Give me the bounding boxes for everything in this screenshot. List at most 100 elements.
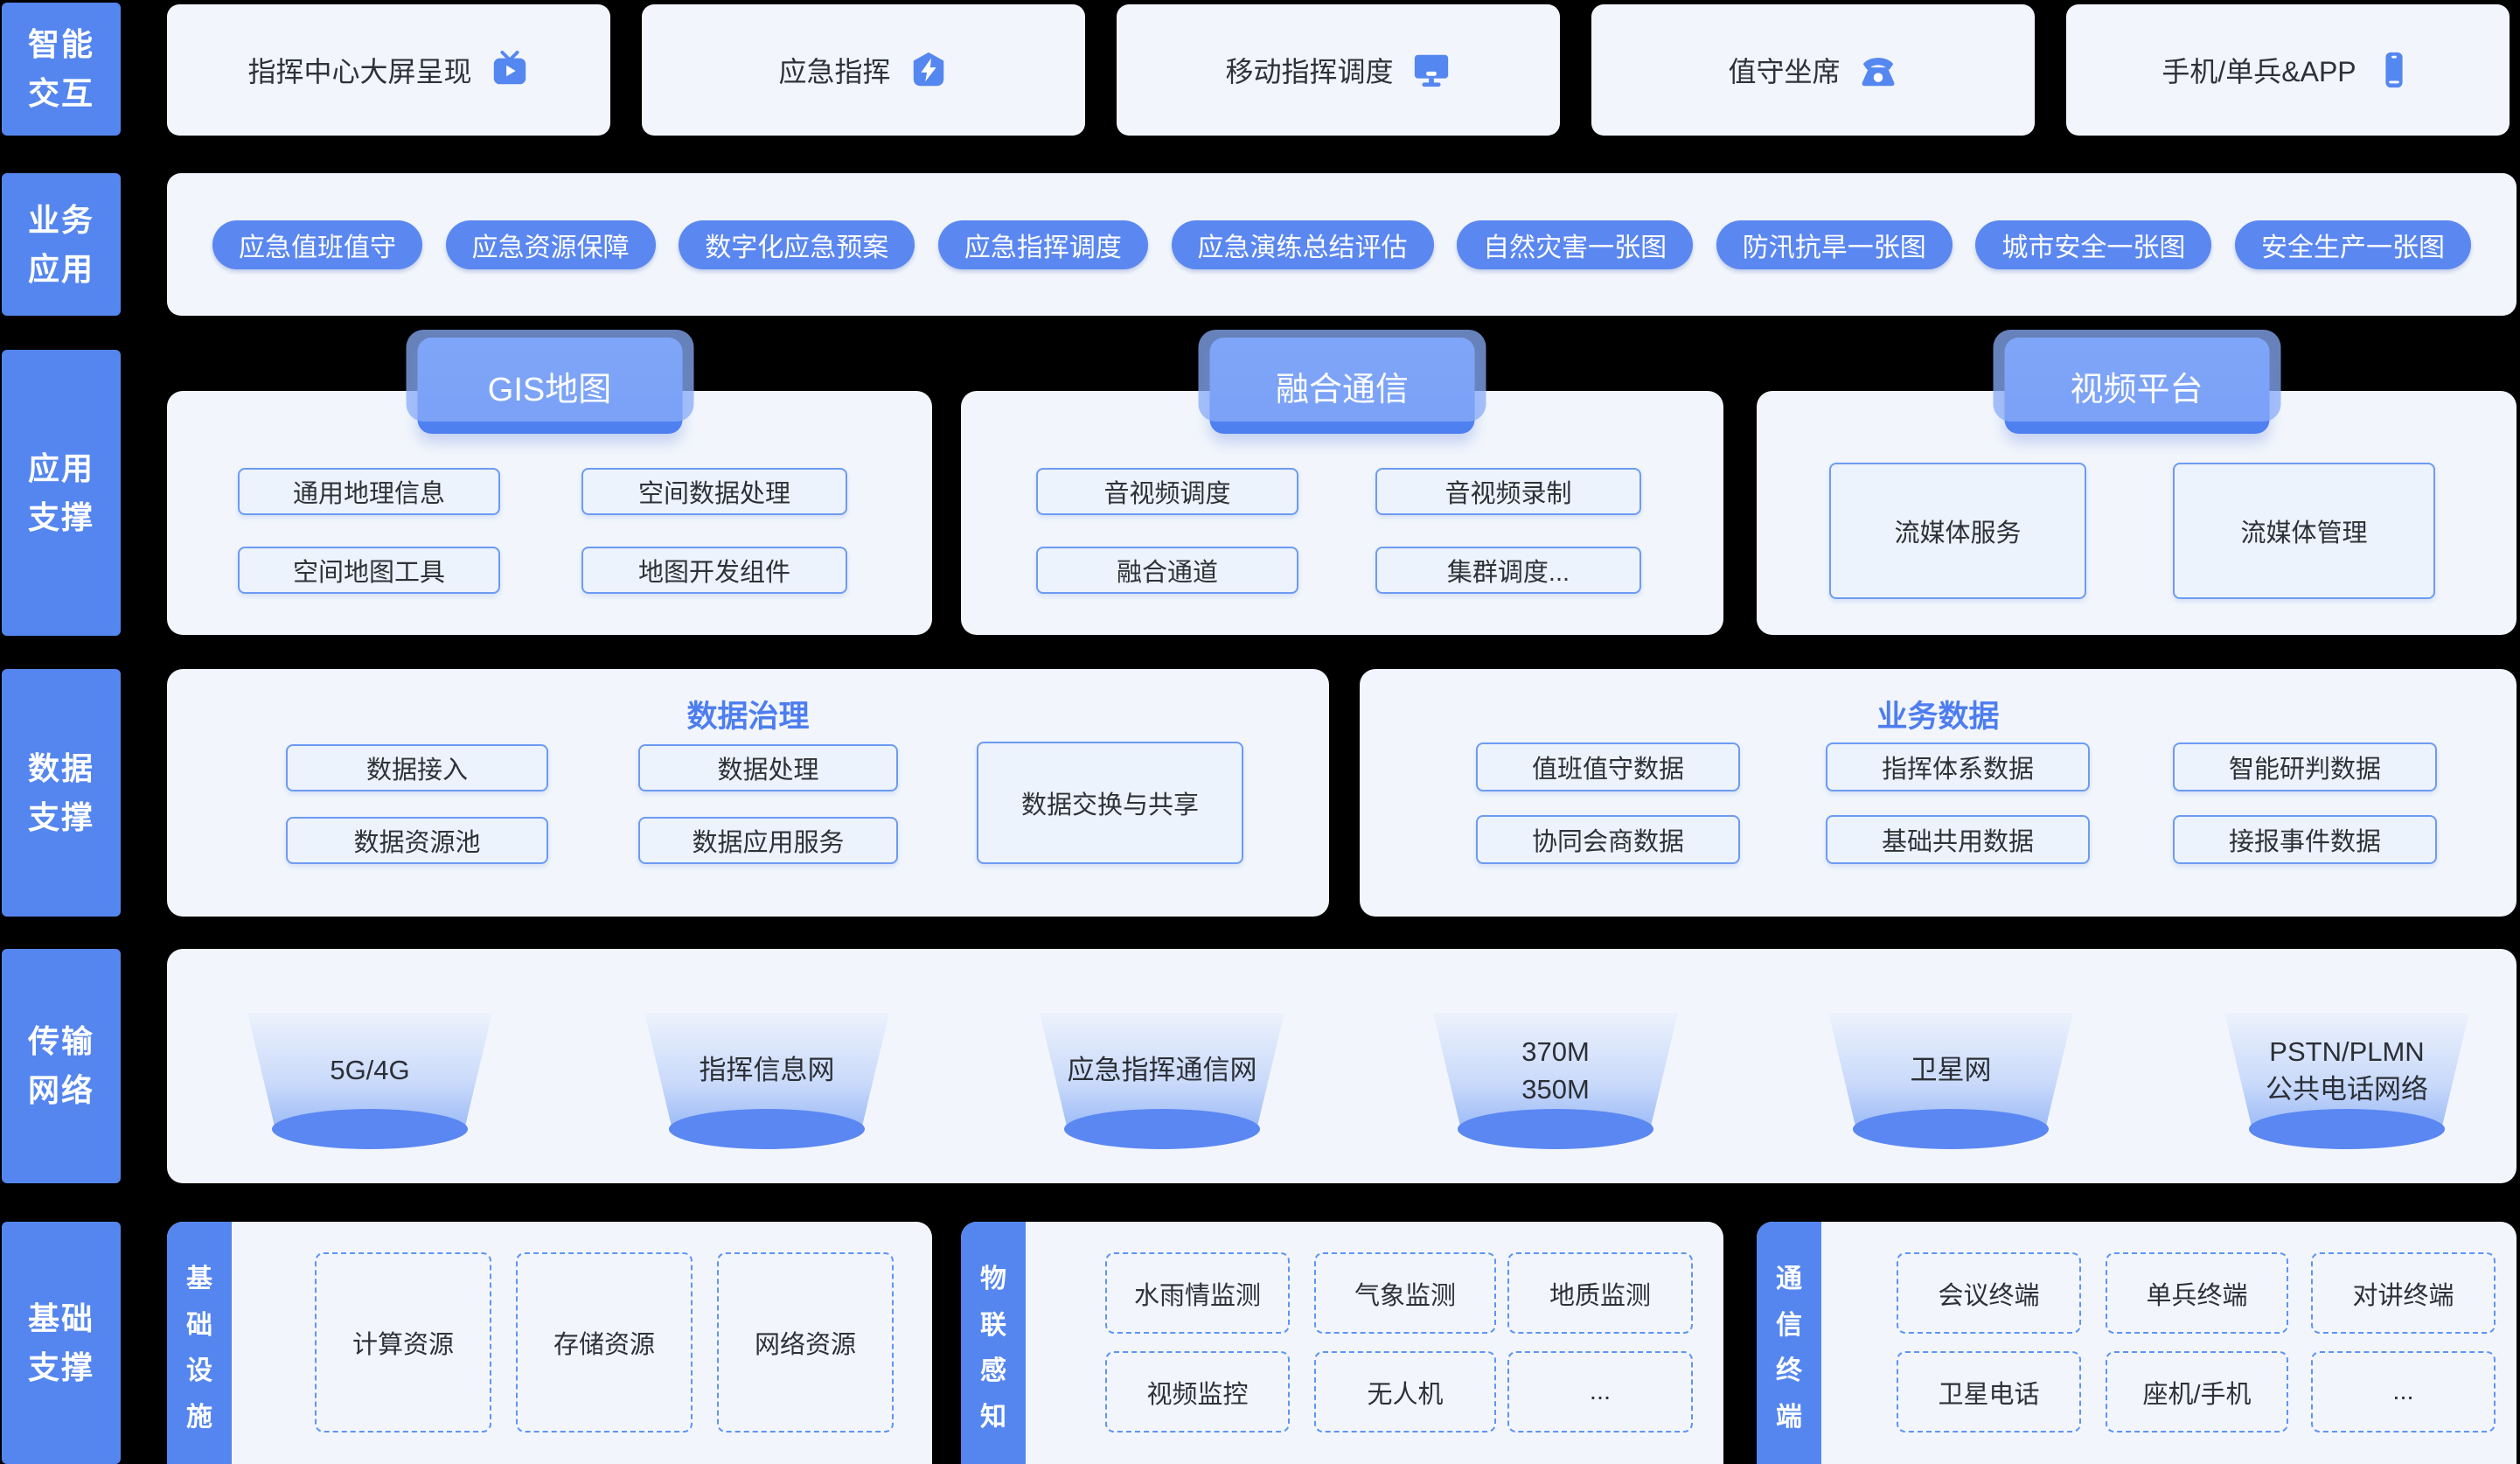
box-general-geo-info: 通用地理信息: [238, 468, 500, 515]
tile-mobile-command-dispatch: 移动指挥调度: [1117, 4, 1560, 136]
sidebar-label-base-support: 基础 支撑: [2, 1222, 121, 1464]
network-funnel-shape: [1828, 1013, 2073, 1126]
network-command-info: 指挥信息网: [644, 1013, 889, 1153]
pill-resource-support: 应急资源保障: [445, 220, 656, 269]
network-base-ellipse: [1458, 1109, 1653, 1149]
pill-city-safety-map: 城市安全一张图: [1975, 220, 2212, 269]
tile-label: 指挥中心大屏呈现: [247, 56, 472, 87]
gis-map-tab: GIS地图: [406, 330, 693, 434]
dashed-box-storage-resources: 存储资源: [516, 1252, 693, 1433]
infrastructure-panel: 基 础 设 施 计算资源 存储资源 网络资源: [167, 1222, 932, 1464]
tile-duty-seat: 值守坐席: [1591, 4, 2035, 136]
pill-production-safety-map: 安全生产一张图: [2235, 220, 2471, 269]
box-data-app-services: 数据应用服务: [638, 817, 898, 864]
dashed-box-water-rain-monitoring: 水雨情监测: [1105, 1252, 1290, 1334]
tile-emergency-command: 应急指挥: [642, 4, 1085, 136]
tv-play-icon: [493, 50, 526, 85]
dashed-box-weather-monitoring: 气象监测: [1314, 1252, 1496, 1334]
box-av-dispatch: 音视频调度: [1036, 468, 1298, 515]
dashed-box-conference-terminal: 会议终端: [1897, 1252, 2081, 1334]
network-funnel-shape: [247, 1013, 492, 1126]
pill-natural-disaster-map: 自然灾害一张图: [1457, 220, 1694, 269]
converged-comms-panel: 融合通信 音视频调度 音视频录制 融合通道 集群调度...: [961, 330, 1723, 635]
box-command-system-data: 指挥体系数据: [1826, 742, 2090, 791]
pill-flood-drought-map: 防汛抗旱一张图: [1716, 220, 1953, 269]
network-satellite: 卫星网: [1828, 1013, 2073, 1153]
business-apps-panel: 应急值班值守 应急资源保障 数字化应急预案 应急指挥调度 应急演练总结评估 自然…: [167, 173, 2517, 316]
dashed-box-landline-mobile: 座机/手机: [2106, 1351, 2288, 1433]
tile-label: 手机/单兵&APP: [2161, 56, 2356, 87]
sidebar-label-data-support: 数据 支撑: [2, 669, 121, 917]
box-intelligent-analysis-data: 智能研判数据: [2173, 742, 2437, 791]
monitor-icon: [1414, 54, 1448, 87]
network-funnel-shape: [1040, 1013, 1284, 1126]
smartphone-icon: [2385, 52, 2403, 88]
lightning-shield-icon: [913, 52, 943, 87]
box-av-recording: 音视频录制: [1375, 468, 1641, 515]
network-5g4g: 5G/4G: [247, 1013, 492, 1153]
box-data-access: 数据接入: [286, 744, 548, 791]
transport-network-panel: 5G/4G 指挥信息网 应急指挥通信网 370M 350M 卫星网 PSTN/P…: [167, 949, 2517, 1183]
network-base-ellipse: [1853, 1109, 2049, 1149]
box-data-resource-pool: 数据资源池: [286, 817, 548, 864]
comm-terminal-strip-label: 通 信 终 端: [1757, 1222, 1821, 1464]
sidebar-label-business-apps: 业务 应用: [2, 173, 121, 316]
dashed-box-video-surveillance: 视频监控: [1105, 1351, 1290, 1433]
pill-drill-evaluation: 应急演练总结评估: [1171, 220, 1434, 269]
converged-comms-tab: 融合通信: [1198, 330, 1486, 434]
comm-terminal-panel: 通 信 终 端 会议终端 单兵终端 对讲终端 卫星电话 座机/手机 ...: [1757, 1222, 2517, 1464]
network-base-ellipse: [2249, 1109, 2445, 1149]
tile-label: 值守坐席: [1728, 56, 1841, 87]
pill-duty-watch: 应急值班值守: [212, 220, 422, 269]
telephone-icon: [1862, 58, 1894, 87]
network-label: 指挥信息网: [699, 1055, 835, 1086]
iot-sensing-panel: 物 联 感 知 水雨情监测 气象监测 地质监测 视频监控 无人机 ...: [961, 1222, 1723, 1464]
network-370m-350m: 370M 350M: [1433, 1013, 1678, 1153]
box-spatial-data-processing: 空间数据处理: [581, 468, 847, 515]
dashed-box-geology-monitoring: 地质监测: [1507, 1252, 1693, 1334]
box-collaboration-data: 协同会商数据: [1476, 815, 1740, 864]
network-emergency-comms: 应急指挥通信网: [1040, 1013, 1284, 1153]
tile-mobile-soldier-app: 手机/单兵&APP: [2066, 4, 2510, 136]
dashed-box-compute-resources: 计算资源: [315, 1252, 491, 1433]
interaction-tile-row: 指挥中心大屏呈现 应急指挥 移动指挥调度 值守坐席: [167, 4, 2510, 136]
data-governance-title: 数据治理: [686, 700, 810, 734]
network-label: 卫星网: [1910, 1055, 1992, 1086]
network-base-ellipse: [1064, 1109, 1260, 1149]
pill-command-dispatch: 应急指挥调度: [937, 220, 1148, 269]
pill-digital-plan: 数字化应急预案: [679, 220, 915, 269]
iot-sensing-strip-label: 物 联 感 知: [961, 1222, 1026, 1464]
tile-command-center-screen: 指挥中心大屏呈现: [167, 4, 610, 136]
network-pstn-plmn: PSTN/PLMN 公共电话网络: [2224, 1013, 2469, 1153]
infrastructure-strip-label: 基 础 设 施: [167, 1222, 232, 1464]
dashed-box-terminal-more: ...: [2311, 1351, 2496, 1433]
box-data-processing: 数据处理: [638, 744, 898, 791]
tile-label: 移动指挥调度: [1225, 56, 1394, 87]
network-funnel-shape: [644, 1013, 889, 1126]
business-data-panel: 业务数据 值班值守数据 指挥体系数据 智能研判数据 协同会商数据 基础共用数据 …: [1360, 669, 2517, 917]
gis-map-panel: GIS地图 通用地理信息 空间数据处理 空间地图工具 地图开发组件: [167, 330, 932, 635]
box-basic-shared-data: 基础共用数据: [1826, 815, 2090, 864]
box-spatial-map-tools: 空间地图工具: [238, 547, 500, 594]
network-label: 370M 350M: [1521, 1035, 1590, 1105]
network-funnel-shape: [2224, 1013, 2469, 1126]
box-data-exchange-sharing: 数据交换与共享: [977, 742, 1243, 864]
sidebar-label-intelligent-interaction: 智能 交互: [2, 3, 121, 136]
box-cluster-dispatch: 集群调度...: [1375, 547, 1641, 594]
tile-label: 应急指挥: [778, 56, 891, 87]
dashed-box-drone: 无人机: [1314, 1351, 1496, 1433]
network-base-ellipse: [272, 1109, 468, 1149]
video-platform-tab: 视频平台: [1993, 330, 2280, 434]
box-streaming-service: 流媒体服务: [1829, 463, 2086, 599]
network-base-ellipse: [669, 1109, 865, 1149]
dashed-box-satellite-phone: 卫星电话: [1897, 1351, 2081, 1433]
box-duty-watch-data: 值班值守数据: [1476, 742, 1740, 791]
box-incident-report-data: 接报事件数据: [2173, 815, 2437, 864]
box-streaming-management: 流媒体管理: [2173, 463, 2435, 599]
network-label: 应急指挥通信网: [1067, 1055, 1257, 1086]
sidebar-label-transport-network: 传输 网络: [2, 949, 121, 1183]
network-label: 5G/4G: [330, 1055, 410, 1086]
network-label: PSTN/PLMN 公共电话网络: [2266, 1035, 2428, 1105]
box-map-dev-components: 地图开发组件: [581, 547, 847, 594]
business-data-title: 业务数据: [1876, 700, 2000, 734]
